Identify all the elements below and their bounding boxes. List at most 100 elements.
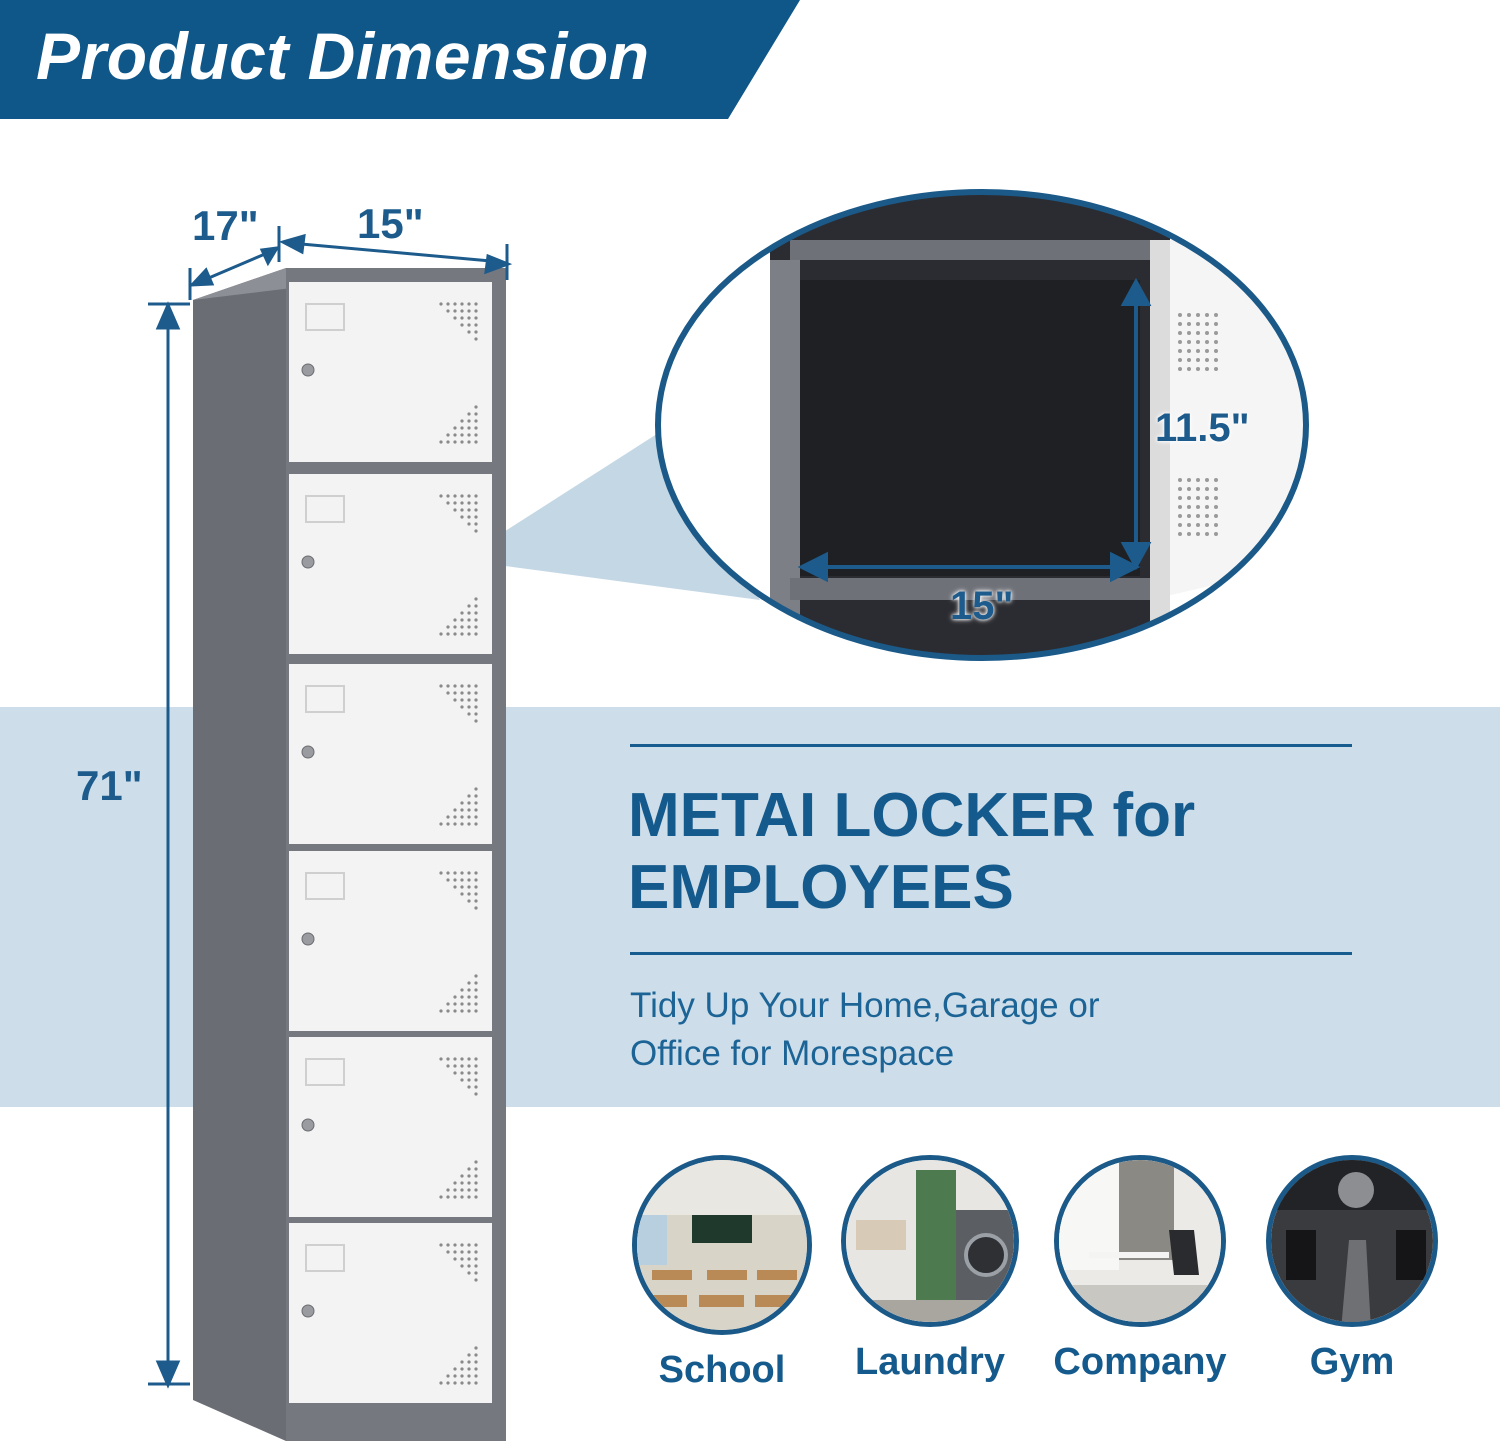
- depth-label: 17": [192, 202, 259, 249]
- vent-hole: [453, 808, 457, 812]
- place-label-company: Company: [1053, 1341, 1227, 1383]
- vent-hole: [467, 604, 471, 608]
- vent-hole: [467, 981, 471, 985]
- zoom-vent-hole: [1196, 349, 1200, 353]
- zoom-vent-hole: [1178, 313, 1182, 317]
- zoom-vent-hole: [1205, 367, 1209, 371]
- vent-hole: [474, 1271, 478, 1275]
- vent-hole: [467, 1057, 471, 1061]
- zoom-vent-hole: [1187, 367, 1191, 371]
- vent-hole: [474, 684, 478, 688]
- vent-hole: [467, 995, 471, 999]
- vent-hole: [453, 494, 457, 498]
- vent-hole: [474, 1195, 478, 1199]
- vent-hole: [453, 302, 457, 306]
- zoom-vent-hole: [1196, 532, 1200, 536]
- place-label-school: School: [658, 1349, 786, 1391]
- vent-hole: [474, 885, 478, 889]
- lock-icon: [301, 745, 315, 759]
- vent-hole: [474, 1367, 478, 1371]
- zoom-vent-hole: [1196, 331, 1200, 335]
- zoom-vent-hole: [1214, 331, 1218, 335]
- vent-hole: [460, 988, 464, 992]
- zoom-vent-hole: [1214, 514, 1218, 518]
- vent-hole: [460, 1078, 464, 1082]
- vent-hole: [474, 1064, 478, 1068]
- vent-hole: [474, 597, 478, 601]
- vent-hole: [460, 316, 464, 320]
- vent-hole: [474, 981, 478, 985]
- zoom-vent-hole: [1187, 358, 1191, 362]
- zoom-vent-hole: [1196, 478, 1200, 482]
- vent-hole: [446, 1064, 450, 1068]
- vent-hole: [467, 515, 471, 519]
- vent-hole: [467, 1181, 471, 1185]
- vent-hole: [460, 815, 464, 819]
- vent-hole: [460, 302, 464, 306]
- zoom-vent-hole: [1196, 505, 1200, 509]
- vent-hole: [474, 625, 478, 629]
- vent-hole: [446, 501, 450, 505]
- vent-hole: [453, 501, 457, 505]
- vent-hole: [446, 684, 450, 688]
- vent-hole: [474, 1346, 478, 1350]
- tagline: Tidy Up Your Home,Garage or Office for M…: [630, 982, 1100, 1078]
- zoom-vent-hole: [1205, 496, 1209, 500]
- vent-hole: [453, 691, 457, 695]
- vent-hole: [474, 426, 478, 430]
- vent-hole: [467, 794, 471, 798]
- vent-hole: [453, 632, 457, 636]
- vent-hole: [453, 885, 457, 889]
- zoom-vent-hole: [1178, 478, 1182, 482]
- vent-hole: [446, 1057, 450, 1061]
- vent-hole: [460, 871, 464, 875]
- vent-hole: [474, 309, 478, 313]
- vent-hole: [467, 611, 471, 615]
- door-label-holder: [305, 1058, 345, 1086]
- vent-hole: [474, 691, 478, 695]
- vent-hole: [474, 419, 478, 423]
- vent-hole: [460, 419, 464, 423]
- banner-title: Product Dimension: [36, 19, 650, 93]
- vent-hole: [467, 632, 471, 636]
- door-label-holder: [305, 495, 345, 523]
- zoom-vent-hole: [1178, 532, 1182, 536]
- vent-hole: [446, 815, 450, 819]
- vent-hole: [474, 988, 478, 992]
- zoom-vent-hole: [1196, 514, 1200, 518]
- locker-doors: [289, 282, 492, 1403]
- locker-door: [289, 664, 492, 844]
- vent-hole: [474, 871, 478, 875]
- zoom-vent-hole: [1187, 487, 1191, 491]
- vent-hole: [453, 684, 457, 688]
- vent-hole: [446, 309, 450, 313]
- vent-hole: [453, 1188, 457, 1192]
- vent-hole: [474, 1174, 478, 1178]
- vent-hole: [474, 302, 478, 306]
- vent-hole: [446, 440, 450, 444]
- vent-hole: [460, 309, 464, 313]
- vent-hole: [460, 1009, 464, 1013]
- zoom-vent-hole: [1214, 349, 1218, 353]
- vent-hole: [474, 878, 478, 882]
- vent-hole: [467, 522, 471, 526]
- vent-hole: [474, 529, 478, 533]
- vent-hole: [446, 1381, 450, 1385]
- laundry-photo-icon: [841, 1155, 1019, 1327]
- vent-hole: [453, 1009, 457, 1013]
- title-banner: [0, 0, 800, 119]
- vent-hole: [453, 1057, 457, 1061]
- zoom-vent-hole: [1214, 358, 1218, 362]
- vent-hole: [460, 1064, 464, 1068]
- vent-hole: [453, 815, 457, 819]
- zoom-vent-hole: [1205, 478, 1209, 482]
- vent-hole: [460, 1002, 464, 1006]
- vent-hole: [453, 426, 457, 430]
- vent-hole: [474, 787, 478, 791]
- vent-hole: [467, 426, 471, 430]
- vent-hole: [439, 871, 443, 875]
- locker-door: [289, 1037, 492, 1217]
- vent-hole: [467, 433, 471, 437]
- vent-hole: [446, 871, 450, 875]
